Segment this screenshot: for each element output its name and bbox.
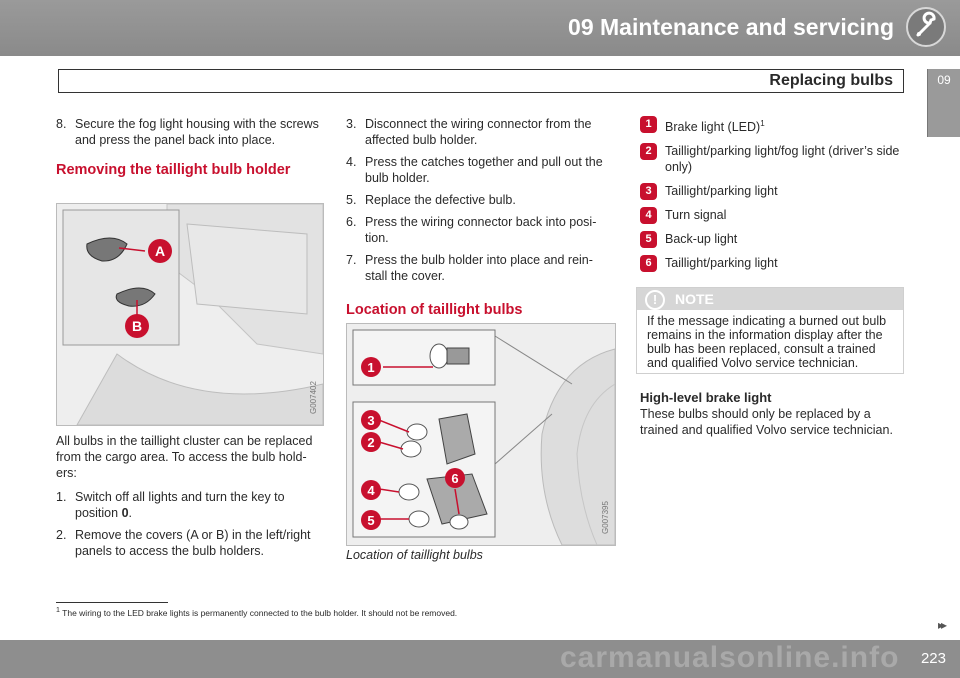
bulb-number-1: 1 (367, 360, 374, 375)
bulb-number-2: 2 (367, 435, 374, 450)
note-label: NOTE (675, 291, 714, 307)
chapter-tab-label: 09 (937, 73, 951, 87)
heading-location: Location of taillight bulbs (346, 302, 523, 318)
marker-3: 3 (640, 183, 657, 201)
step-text: Disconnect the wiring connector from the… (365, 117, 592, 147)
legend-text: Taillight/parking light (665, 184, 778, 199)
legend-text: Taillight/parking light (665, 256, 778, 271)
marker-6: 6 (640, 255, 657, 273)
figure-taillight-bulbs: 1 2 3 4 5 6 G007395 (346, 323, 616, 546)
chapter-header-bar: 09 Maintenance and servicing (0, 0, 960, 56)
step-text: Remove the covers (A or B) in the left/r… (75, 528, 311, 558)
step-number: 1. (56, 490, 67, 504)
step-7: 7. Press the bulb holder into place and r… (346, 252, 614, 284)
step-number: 5. (346, 193, 357, 207)
step-number: 2. (56, 528, 67, 542)
subheading-high-level-brake: High-level brake light (640, 390, 772, 405)
footnote: 1 The wiring to the LED brake lights is … (56, 606, 457, 618)
legend-text: Brake light (LED) (665, 120, 761, 135)
high-level-brake-text: These bulbs should only be replaced by a… (640, 407, 893, 437)
chapter-tab[interactable]: 09 (927, 69, 960, 137)
step-text: Press the wiring connector back into pos… (365, 215, 597, 245)
step-number: 8. (56, 117, 67, 131)
step-1: 1. Switch off all lights and turn the ke… (56, 489, 322, 521)
column-1-lower: All bulbs in the taillight cluster can b… (56, 433, 322, 565)
step-8: 8. Secure the fog light housing with the… (56, 116, 322, 148)
figure-code: G007402 (309, 381, 318, 414)
footer-bar (0, 640, 960, 678)
step-text: Press the catches together and pull out … (365, 155, 603, 185)
step-2: 2. Remove the covers (A or B) in the lef… (56, 527, 322, 559)
bulb-number-5: 5 (367, 513, 374, 528)
key-position: 0 (121, 506, 129, 520)
legend-text: Taillight/parking light/fog light (drive… (665, 144, 900, 175)
next-page-arrow-icon[interactable]: ▸▸ (937, 618, 947, 632)
legend-item-5: 5 Back-up light (640, 231, 904, 249)
column-2: 3. Disconnect the wiring connector from t… (346, 116, 614, 318)
step-number: 4. (346, 155, 357, 169)
legend-text: Back-up light (665, 232, 738, 247)
footnote-rule (56, 602, 168, 603)
footnote-text: The wiring to the LED brake lights is pe… (62, 607, 458, 618)
step-text: Replace the defective bulb. (365, 193, 516, 207)
bulb-number-6: 6 (451, 471, 458, 486)
legend-item-4: 4 Turn signal (640, 207, 904, 225)
footnote-ref: 1 (760, 119, 765, 128)
column-3-lower: High-level brake light These bulbs shoul… (640, 390, 904, 438)
note-box: ! NOTE If the message indicating a burne… (636, 287, 904, 374)
step-number: 7. (346, 253, 357, 267)
legend-item-6: 6 Taillight/parking light (640, 255, 904, 273)
marker-1: 1 (640, 116, 657, 133)
step-text-tail: . (128, 506, 132, 520)
bulb-number-3: 3 (367, 413, 374, 428)
watermark: carmanualsonline.info (560, 641, 900, 674)
step-3: 3. Disconnect the wiring connector from t… (346, 116, 614, 148)
page-number: 223 (920, 650, 946, 667)
legend-item-3: 3 Taillight/parking light (640, 183, 904, 201)
step-text: Press the bulb holder into place and rei… (365, 253, 593, 283)
intro-text: All bulbs in the taillight cluster can b… (56, 434, 313, 480)
note-header: ! NOTE (637, 288, 903, 310)
step-number: 3. (346, 117, 357, 131)
step-number: 6. (346, 215, 357, 229)
figure-cargo-panels: A B G007402 (56, 203, 324, 426)
step-text: Secure the fog light housing with the sc… (75, 117, 319, 147)
step-5: 5. Replace the defective bulb. (346, 192, 614, 208)
figure-caption: Location of taillight bulbs (346, 548, 483, 562)
wrench-icon (906, 7, 946, 47)
label-a: A (155, 243, 165, 259)
marker-5: 5 (640, 231, 657, 249)
figure-code: G007395 (601, 501, 610, 534)
label-b: B (132, 318, 142, 334)
legend-item-2: 2 Taillight/parking light/fog light (driv… (640, 143, 904, 175)
section-title: Replacing bulbs (769, 72, 893, 89)
heading-remove-holder: Removing the taillight bulb holder (56, 162, 291, 178)
chapter-title: 09 Maintenance and servicing (568, 14, 894, 40)
bulb-number-4: 4 (367, 483, 375, 498)
marker-4: 4 (640, 207, 657, 225)
info-icon: ! (645, 290, 665, 310)
step-4: 4. Press the catches together and pull ou… (346, 154, 614, 186)
column-1: 8. Secure the fog light housing with the… (56, 116, 322, 178)
section-header: Replacing bulbs (58, 69, 904, 93)
marker-2: 2 (640, 143, 657, 161)
note-text: If the message indicating a burned out b… (647, 314, 887, 370)
step-6: 6. Press the wiring connector back into p… (346, 214, 614, 246)
footnote-marker: 1 (56, 606, 60, 614)
legend-text: Turn signal (665, 208, 727, 223)
step-text: Switch off all lights and turn the key t… (75, 490, 285, 520)
